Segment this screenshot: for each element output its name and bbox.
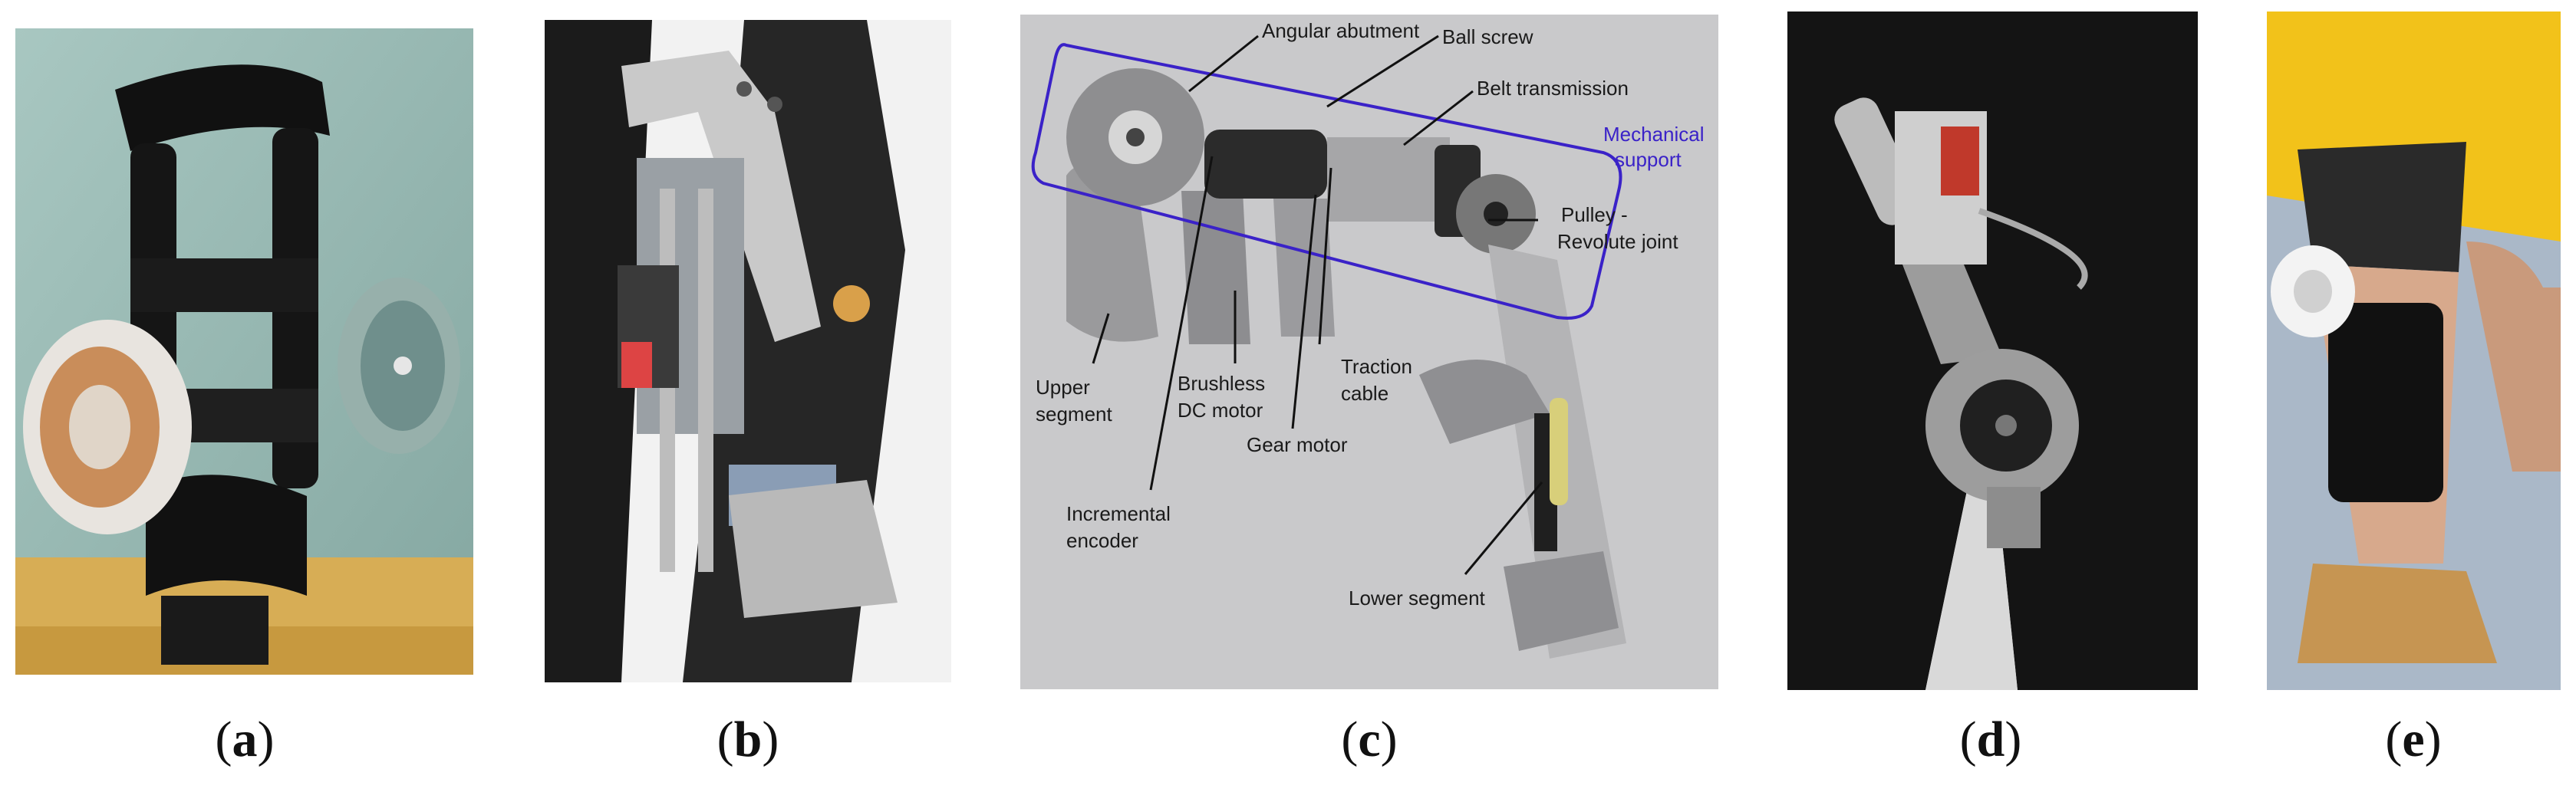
photo-panel-a bbox=[15, 28, 473, 675]
exoskeleton-photo-b bbox=[545, 20, 951, 682]
worn-exoskeleton-photo-d bbox=[1787, 12, 2198, 690]
photo-panel-d bbox=[1787, 12, 2198, 690]
label-gear-motor: Gear motor bbox=[1247, 433, 1348, 456]
label-upper-segment-1: Upper bbox=[1036, 376, 1090, 399]
label-incremental-encoder-2: encoder bbox=[1066, 529, 1138, 552]
label-traction-1: Traction bbox=[1341, 355, 1412, 378]
panel-caption-c: (c) bbox=[1341, 711, 1398, 767]
label-ball-screw: Ball screw bbox=[1442, 25, 1533, 48]
label-belt-transmission: Belt transmission bbox=[1477, 77, 1629, 100]
label-upper-segment-2: segment bbox=[1036, 403, 1112, 426]
panel-caption-b: (b) bbox=[716, 711, 779, 767]
label-lower-segment: Lower segment bbox=[1349, 587, 1486, 610]
label-angular-abutment: Angular abutment bbox=[1262, 19, 1420, 42]
knee-brace-photo-a bbox=[15, 28, 473, 675]
annotated-prototype-photo-c: Angular abutment Ball screw Belt transmi… bbox=[1020, 15, 1718, 689]
panel-caption-a: (a) bbox=[215, 711, 275, 767]
label-mechanical-support-2: support bbox=[1615, 148, 1682, 171]
label-incremental-encoder-1: Incremental bbox=[1066, 502, 1171, 525]
mechanical-support-outline bbox=[1031, 43, 1622, 320]
label-brushless-1: Brushless bbox=[1178, 372, 1265, 395]
label-mechanical-support-1: Mechanical bbox=[1603, 123, 1705, 146]
photo-panel-c: Angular abutment Ball screw Belt transmi… bbox=[1020, 15, 1718, 689]
label-brushless-2: DC motor bbox=[1178, 399, 1263, 422]
leg-device-photo-e bbox=[2267, 12, 2561, 690]
photo-panel-b bbox=[545, 20, 951, 682]
photo-panel-e bbox=[2267, 12, 2561, 690]
label-pulley-2: Revolute joint bbox=[1557, 230, 1678, 253]
label-traction-2: cable bbox=[1341, 382, 1388, 405]
panel-caption-d: (d) bbox=[1959, 711, 2022, 767]
panel-caption-e: (e) bbox=[2385, 711, 2442, 767]
label-pulley-1: Pulley - bbox=[1561, 203, 1628, 226]
